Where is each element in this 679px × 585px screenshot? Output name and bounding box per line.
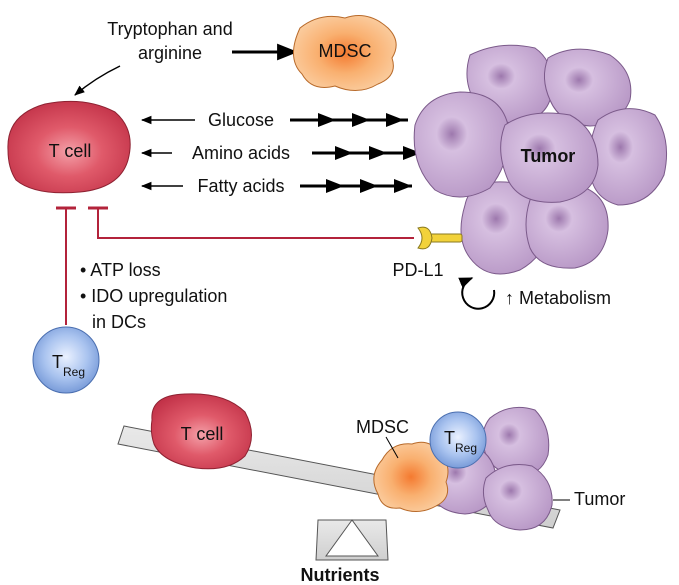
t-cell-top-label: T cell	[49, 141, 92, 161]
t-cell-bottom-label: T cell	[181, 424, 224, 444]
metabolism-label: ↑ Metabolism	[505, 288, 611, 308]
bullet-atp-loss: • ATP loss	[80, 260, 161, 280]
tryptophan-to-tcell-arrow	[74, 65, 121, 96]
t-cell-top: T cell	[7, 100, 131, 194]
tumor-top-label: Tumor	[521, 146, 576, 166]
nutrients-label: Nutrients	[300, 565, 379, 585]
mdsc-top-label: MDSC	[319, 41, 372, 61]
bullet-in-dcs: in DCs	[92, 312, 146, 332]
treg-bottom-sub: Reg	[455, 441, 477, 455]
t-cell-bottom: T cell	[150, 393, 252, 470]
tryptophan-label-line1: Tryptophan and	[107, 19, 232, 39]
mdsc-cell-top: MDSC	[293, 15, 397, 91]
pdl1-receptor	[417, 226, 463, 250]
tryptophan-label-line2: arginine	[138, 43, 202, 63]
glucose-row: Glucose	[140, 110, 408, 130]
pdl1-inhibition-line	[88, 206, 414, 239]
fatty-acids-row: Fatty acids	[140, 176, 412, 196]
mdsc-cell-bottom: MDSC	[356, 417, 449, 512]
treg-left-sub: Reg	[63, 365, 85, 379]
treg-cell-left: T Reg	[32, 326, 100, 394]
amino-acids-row: Amino acids	[140, 143, 421, 163]
mdsc-bottom-label: MDSC	[356, 417, 409, 437]
tumor-bottom-label: Tumor	[574, 489, 625, 509]
glucose-label: Glucose	[208, 110, 274, 130]
metabolism-cycle-icon	[458, 277, 496, 310]
fatty-acids-label: Fatty acids	[197, 176, 284, 196]
treg-left-main: T	[52, 352, 63, 372]
amino-acids-label: Amino acids	[192, 143, 290, 163]
pdl1-label: PD-L1	[392, 260, 443, 280]
treg-cell-bottom: T Reg	[429, 411, 487, 469]
treg-inhibition-line	[56, 206, 76, 325]
treg-bottom-main: T	[444, 428, 455, 448]
bullet-ido-upregulation: • IDO upregulation	[80, 286, 227, 306]
tumor-cluster-top: Tumor	[413, 44, 668, 275]
